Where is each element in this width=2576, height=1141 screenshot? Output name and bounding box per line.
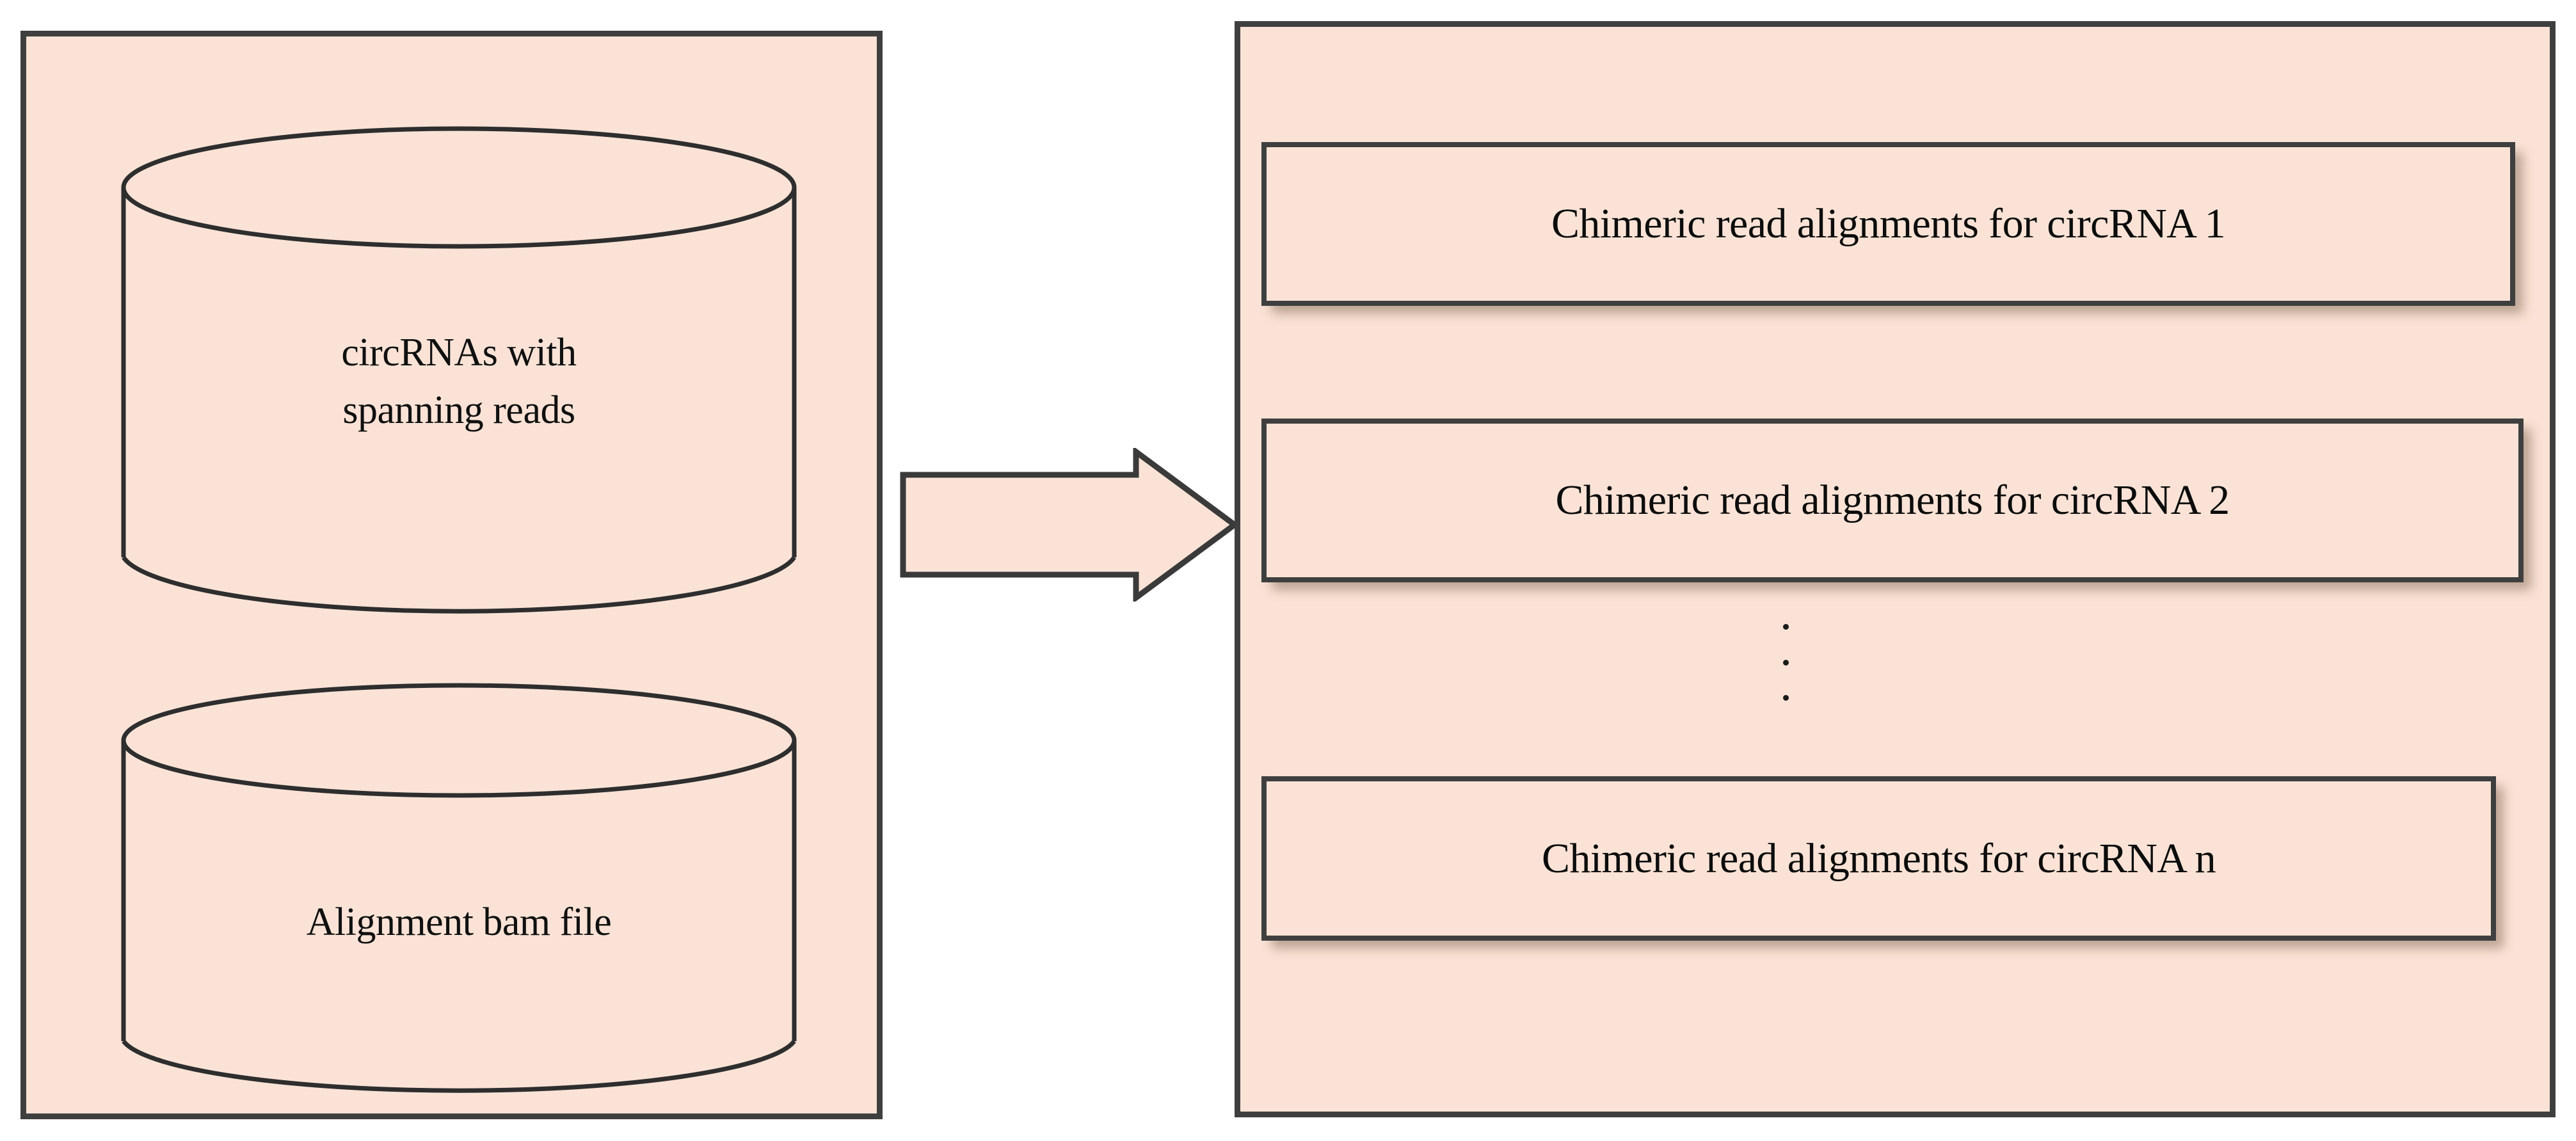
output-box-circrna-2: Chimeric read alignments for circRNA 2: [1261, 419, 2524, 582]
input-panel: circRNAs with spanning reads Alignment b…: [20, 31, 883, 1119]
output-box-circrna-1: Chimeric read alignments for circRNA 1: [1261, 142, 2515, 306]
output-box-3-label: Chimeric read alignments for circRNA n: [1541, 834, 2216, 882]
cylinder-circrnas-label: circRNAs with spanning reads: [341, 331, 577, 432]
ellipsis-dot: [1782, 659, 1789, 666]
cylinder-bam-label: Alignment bam file: [306, 900, 612, 944]
output-box-1-label: Chimeric read alignments for circRNA 1: [1551, 200, 2226, 248]
ellipsis-dot: [1782, 624, 1789, 630]
output-box-2-label: Chimeric read alignments for circRNA 2: [1555, 477, 2230, 524]
flow-arrow-right-icon: [899, 448, 1238, 602]
ellipsis-dot: [1782, 695, 1789, 701]
cylinder-alignment-bam-file: Alignment bam file: [120, 683, 798, 1099]
cylinder-circrnas-with-spanning-reads: circRNAs with spanning reads: [120, 126, 798, 619]
output-box-circrna-n: Chimeric read alignments for circRNA n: [1261, 776, 2496, 941]
vertical-ellipsis-icon: [1773, 624, 1798, 701]
